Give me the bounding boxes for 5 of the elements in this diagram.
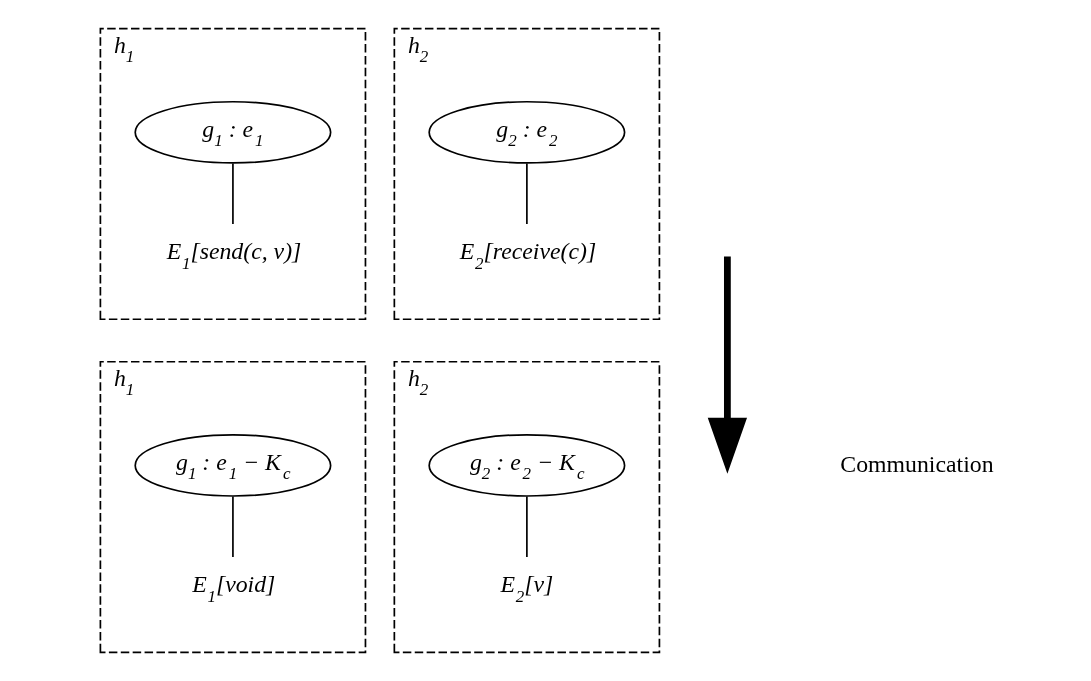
- label: Communication: [839, 450, 994, 477]
- node-text: E$_{1}$[void]: [191, 571, 275, 606]
- node-text: E$_{1}$[send(c, v)]: [166, 238, 301, 273]
- node-text: E$_{2}$[v]: [500, 571, 553, 606]
- node-text: E$_{2}$[receive(c)]: [459, 238, 596, 273]
